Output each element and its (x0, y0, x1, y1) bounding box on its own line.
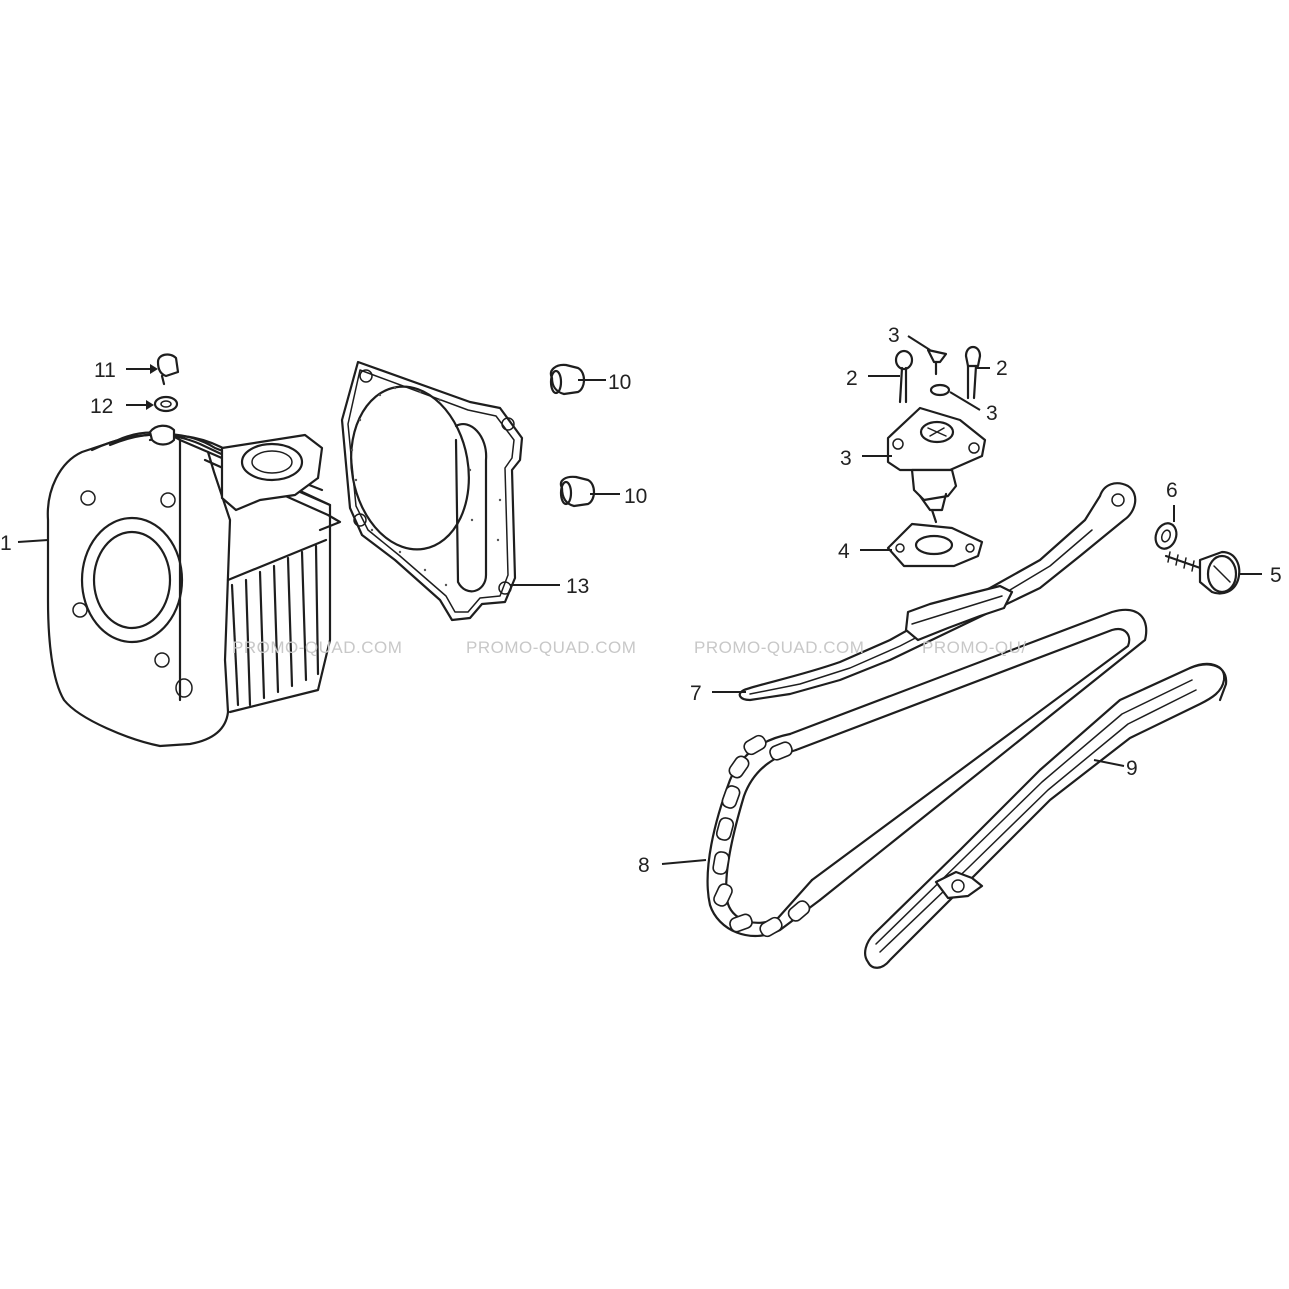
tensioner-bolt-right (964, 345, 982, 400)
callout-9: 9 (1126, 757, 1138, 780)
callout-11: 11 (94, 359, 116, 382)
tensioner-bolt-left (894, 349, 914, 404)
callout-7: 7 (690, 682, 702, 705)
callout-2-right: 2 (996, 357, 1008, 380)
callout-3-body: 3 (840, 447, 852, 470)
cylinder-gasket-part (340, 360, 524, 622)
bolt-part-11 (156, 353, 180, 386)
callout-13: 13 (566, 575, 589, 598)
callout-1: 1 (0, 532, 12, 555)
chain-tensioner-slipper (738, 482, 1137, 702)
dowel-pin-lower (559, 475, 596, 508)
watermark-text: PROMO-QUAD.COM (232, 638, 402, 657)
watermark-text: PROMO-QUAD.COM (466, 638, 636, 657)
callout-3-right: 3 (986, 402, 998, 425)
callout-4: 4 (838, 540, 850, 563)
callout-labels: 1 2 2 3 3 3 4 5 6 7 8 9 10 10 11 12 13 (0, 324, 1282, 877)
callout-2-left: 2 (846, 367, 858, 390)
washer-part-6 (1154, 522, 1178, 550)
dowel-pin-upper (549, 363, 586, 396)
pivot-bolt-part-5 (1164, 550, 1241, 595)
callout-3-top: 3 (888, 324, 900, 347)
callout-6: 6 (1166, 479, 1178, 502)
tensioner-small-bolt (926, 348, 948, 376)
callout-12: 12 (90, 395, 113, 418)
callout-10-lower: 10 (624, 485, 647, 508)
tensioner-gasket (886, 522, 984, 568)
watermark-group: PROMO-QUAD.COM PROMO-QUAD.COM PROMO-QUAD… (232, 638, 1027, 657)
callout-8: 8 (638, 854, 650, 877)
tensioner-o-ring (929, 383, 951, 397)
watermark-text: PROMO-QUAD.COM (694, 638, 864, 657)
washer-part-12 (153, 395, 179, 413)
watermark-text: PROMO-QU/ (922, 638, 1027, 657)
callout-10-upper: 10 (608, 371, 631, 394)
tensioner-body (886, 406, 987, 524)
chain-guide-part (864, 662, 1228, 969)
cam-chain-part (706, 608, 1148, 938)
cylinder-part (46, 424, 342, 748)
leader-lines (17, 335, 1262, 865)
callout-5: 5 (1270, 564, 1282, 587)
